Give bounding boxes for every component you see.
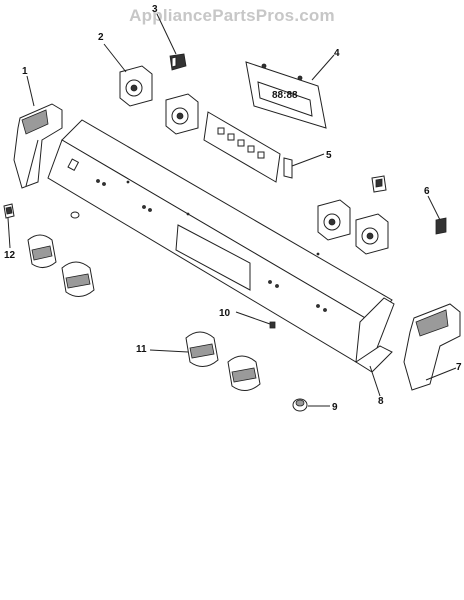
- callout-1: 1: [22, 66, 28, 77]
- connector-clip: [169, 53, 187, 71]
- callout-6: 6: [424, 186, 430, 197]
- left-end-cap: [13, 103, 63, 189]
- callouts: 1 2 3 4 5 6 7 8 9 10 11 12: [4, 4, 462, 413]
- screw: [269, 321, 276, 329]
- right-end-cap: [403, 303, 461, 391]
- callout-8: 8: [378, 396, 384, 407]
- callout-10: 10: [219, 308, 231, 319]
- knob-left-upper: [27, 234, 57, 268]
- infinite-switch-upper: [119, 65, 153, 107]
- infinite-switch-right-lower: [355, 213, 389, 255]
- callout-3: 3: [152, 4, 158, 15]
- display-readout: 88:88: [272, 90, 298, 101]
- callout-5: 5: [326, 150, 332, 161]
- callout-9: 9: [332, 402, 338, 413]
- infinite-switch-middle: [165, 93, 199, 135]
- small-switch-6: [371, 175, 387, 193]
- clock-timer-module: 88:88: [245, 61, 327, 129]
- panel-end-piece: [355, 297, 395, 373]
- small-switch-6b: [435, 217, 447, 235]
- knob-center-lower: [227, 355, 261, 391]
- callout-7: 7: [456, 362, 462, 373]
- control-panel: [47, 119, 393, 363]
- keypad-overlay: [203, 111, 281, 183]
- infinite-switch-right-upper: [317, 199, 351, 241]
- callout-4: 4: [334, 48, 340, 59]
- knob-center-upper: [185, 331, 219, 367]
- knob-insert: [292, 398, 308, 412]
- callout-2: 2: [98, 32, 104, 43]
- watermark: AppliancePartsPros.com: [129, 6, 335, 25]
- callout-12: 12: [4, 250, 16, 261]
- mounting-bracket: [283, 157, 293, 179]
- small-clip-12: [3, 203, 15, 219]
- callout-11: 11: [136, 344, 147, 355]
- knob-left-lower: [61, 261, 95, 297]
